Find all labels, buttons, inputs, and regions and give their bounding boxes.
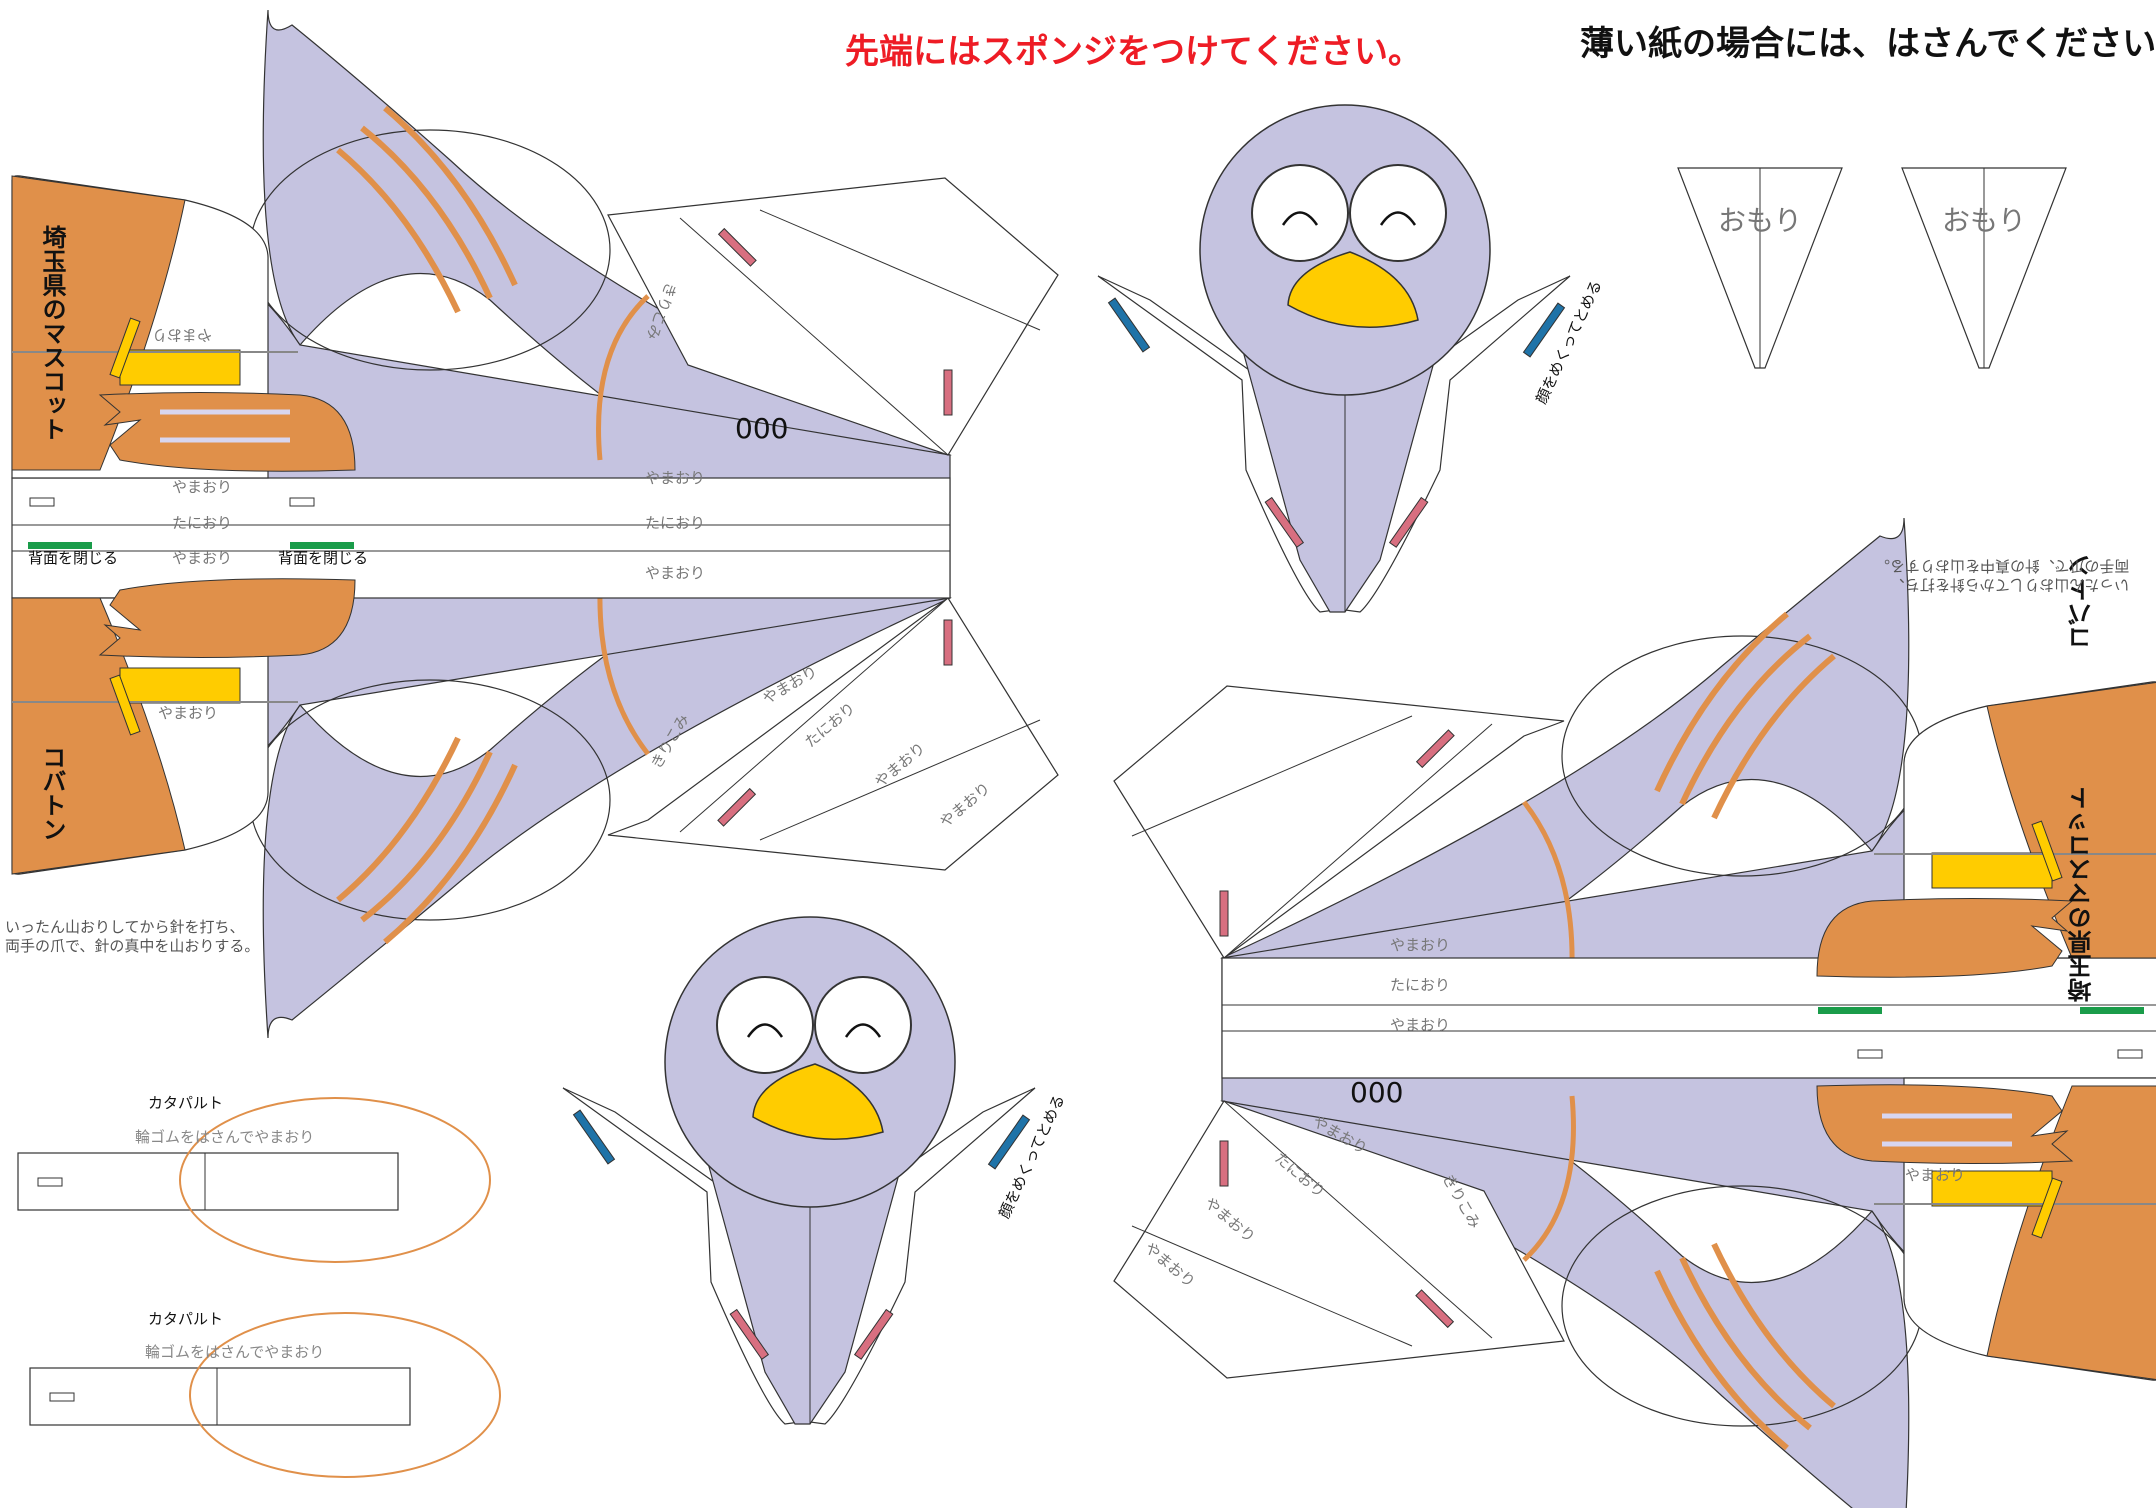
pin-instruction-line: いったん山おりしてから針を打ち、 [1889, 576, 2130, 594]
fold-label: やまおり [172, 478, 232, 496]
close-back-label: 背面を閉じる [28, 549, 118, 567]
fold-label: たにおり [645, 514, 705, 532]
rubber-band-label: 輪ゴムをはさんでやまおり [145, 1343, 324, 1361]
fold-label: やまおり [1390, 1016, 1450, 1034]
left-plane [11, 9, 1059, 1039]
thin-paper-note: 薄い紙の場合には、はさんでください。 [1580, 24, 2156, 64]
mascot-label: 埼玉県のマスコット [38, 225, 66, 441]
number-labels: 000 000 [735, 412, 1403, 1109]
close-back-label: 背面を閉じる [278, 549, 368, 567]
pin-instruction-line: いったん山おりしてから針を打ち、 [5, 918, 245, 936]
fold-label: やまおり [1905, 1166, 1965, 1184]
catapult-title: カタパルト [148, 1094, 223, 1112]
gray-labels: 輪ゴムをはさんでやまおり 輪ゴムをはさんでやまおり [135, 1128, 324, 1361]
fold-label: たにおり [1390, 976, 1450, 994]
fold-label: やまおり [645, 469, 705, 487]
pin-instruction-line: 両手の爪で、針の真中を山おりする。 [1875, 557, 2130, 575]
weight-pieces [1677, 167, 2067, 369]
pin-instruction-line: 両手の爪で、針の真中を山おりする。 [5, 937, 260, 955]
pin-instruction-rotated: いったん山おりしてから針を打ち、 両手の爪で、針の真中を山おりする。 [1875, 556, 2129, 594]
mascot-label: 埼玉県のマスコット [2068, 786, 2096, 1002]
name-label: コバトン [2068, 554, 2096, 650]
plane-number: 000 [1350, 1076, 1403, 1109]
fold-label: やまおり [158, 704, 218, 722]
name-label: コバトン [38, 745, 66, 841]
catapult-pieces [17, 1097, 501, 1478]
rubber-band-label: 輪ゴムをはさんでやまおり [135, 1128, 314, 1146]
head-piece-1 [1097, 104, 1571, 613]
mascot-labels: 埼玉県のマスコット コバトン 埼玉県のマスコット コバトン [38, 225, 2096, 1002]
weight-label: おもり [1942, 204, 2026, 237]
plane-number: 000 [735, 412, 788, 445]
head-piece-2 [562, 916, 1036, 1425]
weight-label: おもり [1718, 204, 1802, 237]
sponge-note: 先端にはスポンジをつけてください。 [845, 32, 1422, 72]
catapult-title: カタパルト [148, 1310, 223, 1328]
fold-label: やまおり [152, 326, 212, 344]
pin-instruction: いったん山おりしてから針を打ち、 両手の爪で、針の真中を山おりする。 [5, 918, 259, 956]
fold-label: やまおり [172, 549, 232, 567]
right-plane [1113, 517, 2156, 1508]
weight-labels: おもり おもり [1718, 204, 2026, 237]
fold-label: やまおり [645, 564, 705, 582]
fold-label: たにおり [172, 514, 232, 532]
fold-label: やまおり [1390, 936, 1450, 954]
